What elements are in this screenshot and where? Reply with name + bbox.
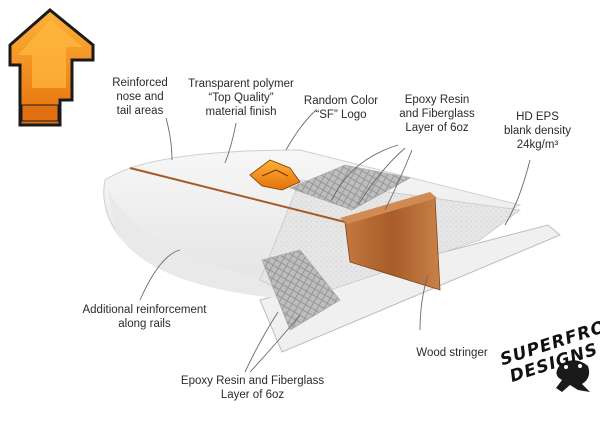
label-line: Layer of 6oz	[405, 122, 469, 134]
label-epoxy-top: Epoxy Resin and Fiberglass Layer of 6oz	[392, 93, 482, 135]
wood-stringer-top-line	[129, 167, 346, 223]
label-line: along rails	[118, 318, 171, 330]
label-line: tail areas	[116, 105, 164, 117]
label-rails: Additional reinforcement along rails	[72, 303, 217, 331]
frog-icon	[556, 360, 590, 392]
label-line: Epoxy Resin	[404, 94, 470, 106]
label-line: nose and	[116, 91, 164, 103]
label-sf-logo: Random Color “SF” Logo	[296, 94, 386, 122]
label-eps: HD EPS blank density 24kg/m³	[495, 110, 580, 152]
leader-lines	[139, 109, 531, 373]
label-line: 24kg/m³	[516, 139, 559, 151]
rail-shading	[108, 190, 300, 300]
label-line: and Fiberglass	[399, 108, 475, 120]
label-line: Layer of 6oz	[220, 389, 285, 401]
label-polymer-finish: Transparent polymer “Top Quality” materi…	[176, 77, 306, 119]
sf-arrow-logo-icon	[8, 8, 95, 127]
label-line: Random Color	[303, 95, 379, 107]
fiberglass-mesh-top	[289, 164, 411, 211]
label-line: Wood stringer	[416, 347, 488, 359]
bottom-layer-sheet	[259, 224, 561, 353]
label-line: “Top Quality”	[208, 92, 274, 104]
sf-deck-logo	[249, 159, 301, 191]
wood-stringer-top-face	[340, 192, 437, 224]
label-line: material finish	[205, 106, 277, 118]
label-wood-stringer: Wood stringer	[402, 346, 502, 360]
label-line: HD EPS	[516, 111, 559, 123]
fiberglass-mesh-bottom	[261, 249, 341, 331]
label-nose-tail: Reinforced nose and tail areas	[100, 76, 180, 118]
label-line: Transparent polymer	[188, 78, 294, 90]
label-line: Epoxy Resin and Fiberglass	[180, 375, 325, 387]
label-line: Additional reinforcement	[82, 304, 207, 316]
label-line: blank density	[503, 125, 572, 137]
label-epoxy-bottom: Epoxy Resin and Fiberglass Layer of 6oz	[175, 374, 330, 402]
label-line: Reinforced	[112, 77, 168, 89]
label-line: “SF” Logo	[315, 109, 367, 121]
